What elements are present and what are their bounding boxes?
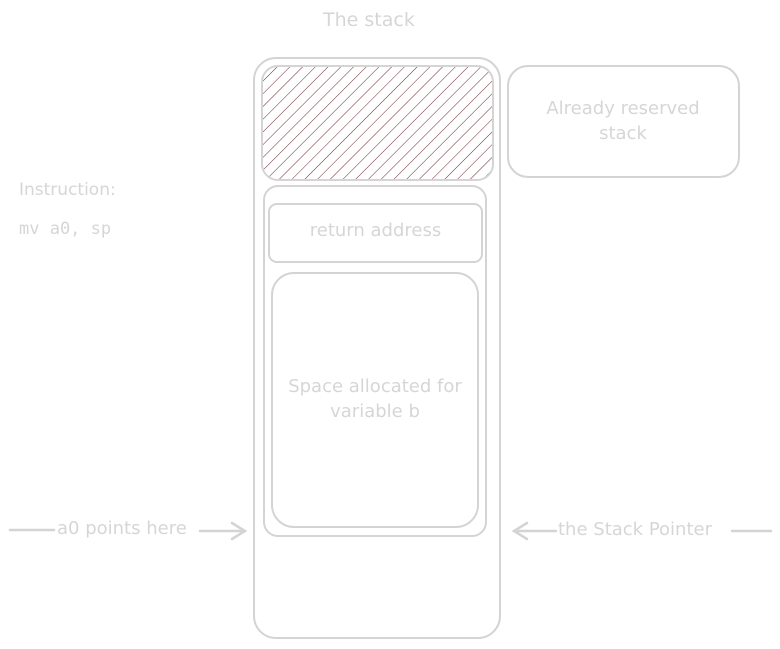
variable-space-label: Space allocated for variable b xyxy=(288,376,462,422)
return-address-label: return address xyxy=(309,220,442,241)
reserved-stack-region xyxy=(261,65,494,181)
a0-pointer-label: a0 points here xyxy=(57,518,187,539)
stack-outer-frame xyxy=(253,57,501,639)
return-address-box xyxy=(268,203,483,263)
sp-pointer-label: the Stack Pointer xyxy=(558,519,712,540)
a0-arrow xyxy=(8,521,248,541)
stack-frame-group xyxy=(263,185,487,537)
variable-space-box xyxy=(271,272,479,528)
reserved-legend-box xyxy=(507,65,740,178)
reserved-legend-label: Already reserved stack xyxy=(546,98,700,144)
instruction-code: mv a0, sp xyxy=(19,219,112,239)
instruction-label: Instruction: xyxy=(19,180,116,200)
stack-title: The stack xyxy=(323,9,415,31)
sp-arrow xyxy=(511,521,773,541)
